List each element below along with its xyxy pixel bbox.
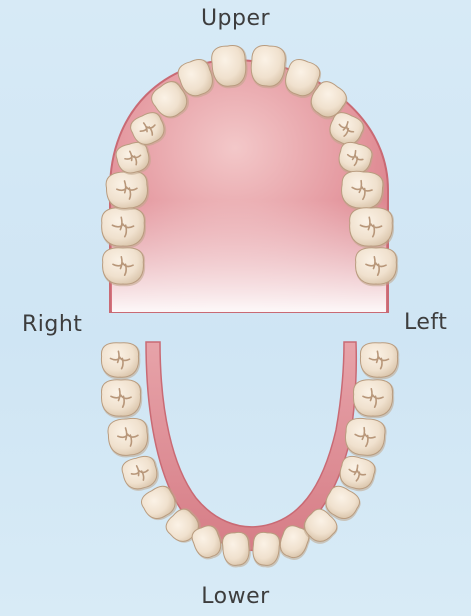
- tooth-lower-first-molar-right: [107, 417, 151, 459]
- tooth-upper-third-molar-left: [355, 248, 398, 287]
- tooth-lower-second-molar-right: [101, 380, 142, 419]
- tooth-lower-first-molar-left: [344, 417, 388, 459]
- tooth-upper-second-molar-right: [102, 208, 147, 248]
- tooth-upper-third-molar-right: [102, 248, 145, 287]
- lower-arch: [101, 342, 399, 569]
- tooth-lower-central-incisor-right: [221, 531, 252, 568]
- tooth-lower-third-molar-left: [360, 343, 399, 380]
- tooth-upper-second-molar-left: [350, 208, 395, 248]
- tooth-lower-central-incisor-left: [251, 532, 282, 569]
- tooth-lower-third-molar-right: [101, 343, 140, 380]
- upper-arch: [102, 44, 399, 312]
- tooth-lower-second-molar-left: [353, 380, 394, 419]
